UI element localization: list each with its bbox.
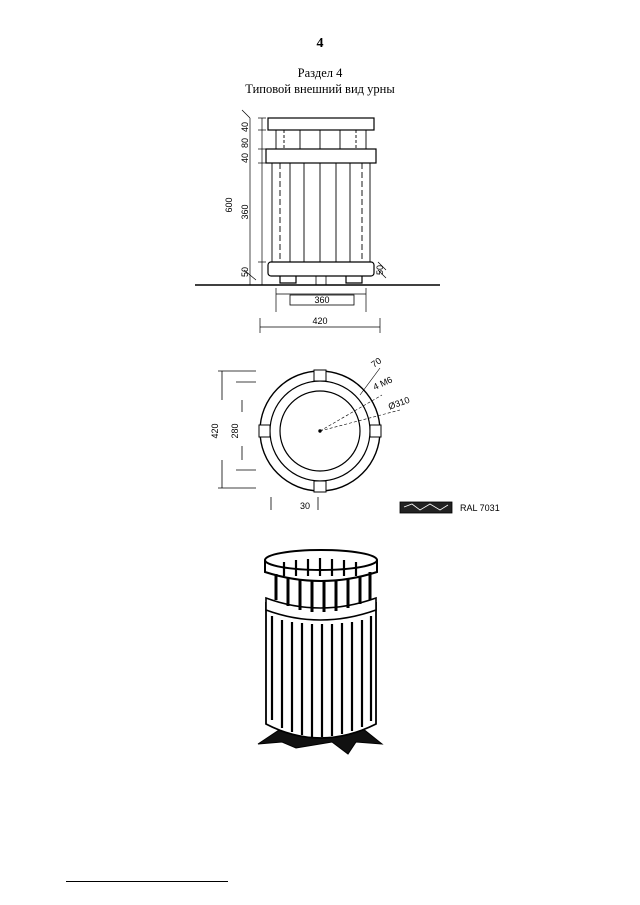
foot-right: [345, 276, 363, 284]
top-ring: [267, 117, 375, 131]
iso-slats: [270, 616, 373, 737]
iso-top-ring-side: [264, 560, 378, 582]
dim-bottom-offset: 30: [300, 501, 310, 511]
iso-middle-band: [265, 596, 377, 621]
dim-right-foot: 50: [375, 265, 385, 275]
isometric-view: [257, 549, 384, 755]
body-slats: [271, 130, 371, 262]
foot-left: [279, 276, 297, 284]
dim-top-ring-height: 40: [240, 122, 250, 132]
dim-total-width: 420: [312, 316, 327, 326]
front-dim-lines: [241, 109, 387, 333]
iso-upper-slats: [274, 572, 372, 612]
dim-bolt: 4 М6: [372, 375, 394, 393]
front-view: [195, 109, 440, 333]
dim-inner-diameter: 280: [230, 423, 240, 438]
dim-bottom-height: 50: [240, 267, 250, 277]
dim-outer-diameter: 420: [210, 423, 220, 438]
dim-radius-1: 70: [369, 356, 383, 370]
top-view: [218, 367, 401, 510]
bottom-ring: [267, 261, 375, 277]
section-heading: Раздел 4: [297, 66, 343, 80]
iso-inner-slats: [282, 558, 358, 576]
dim-middle-ring-height: 40: [240, 153, 250, 163]
page-number: 4: [316, 36, 324, 51]
page-title: Типовой внешний вид урны: [245, 82, 395, 96]
dim-base-width: 360: [314, 295, 329, 305]
dim-body-height: 360: [240, 204, 250, 219]
middle-ring: [265, 148, 377, 164]
dim-diameter-310: Ø310: [387, 395, 411, 412]
inner-ring: [279, 390, 361, 472]
dim-gap-height: 80: [240, 138, 250, 148]
color-code: RAL 7031: [460, 503, 500, 513]
dim-total-height: 600: [224, 197, 234, 212]
footnote-rule: [66, 881, 228, 882]
color-swatch: [399, 501, 453, 514]
top-dim-lines: [218, 370, 319, 510]
